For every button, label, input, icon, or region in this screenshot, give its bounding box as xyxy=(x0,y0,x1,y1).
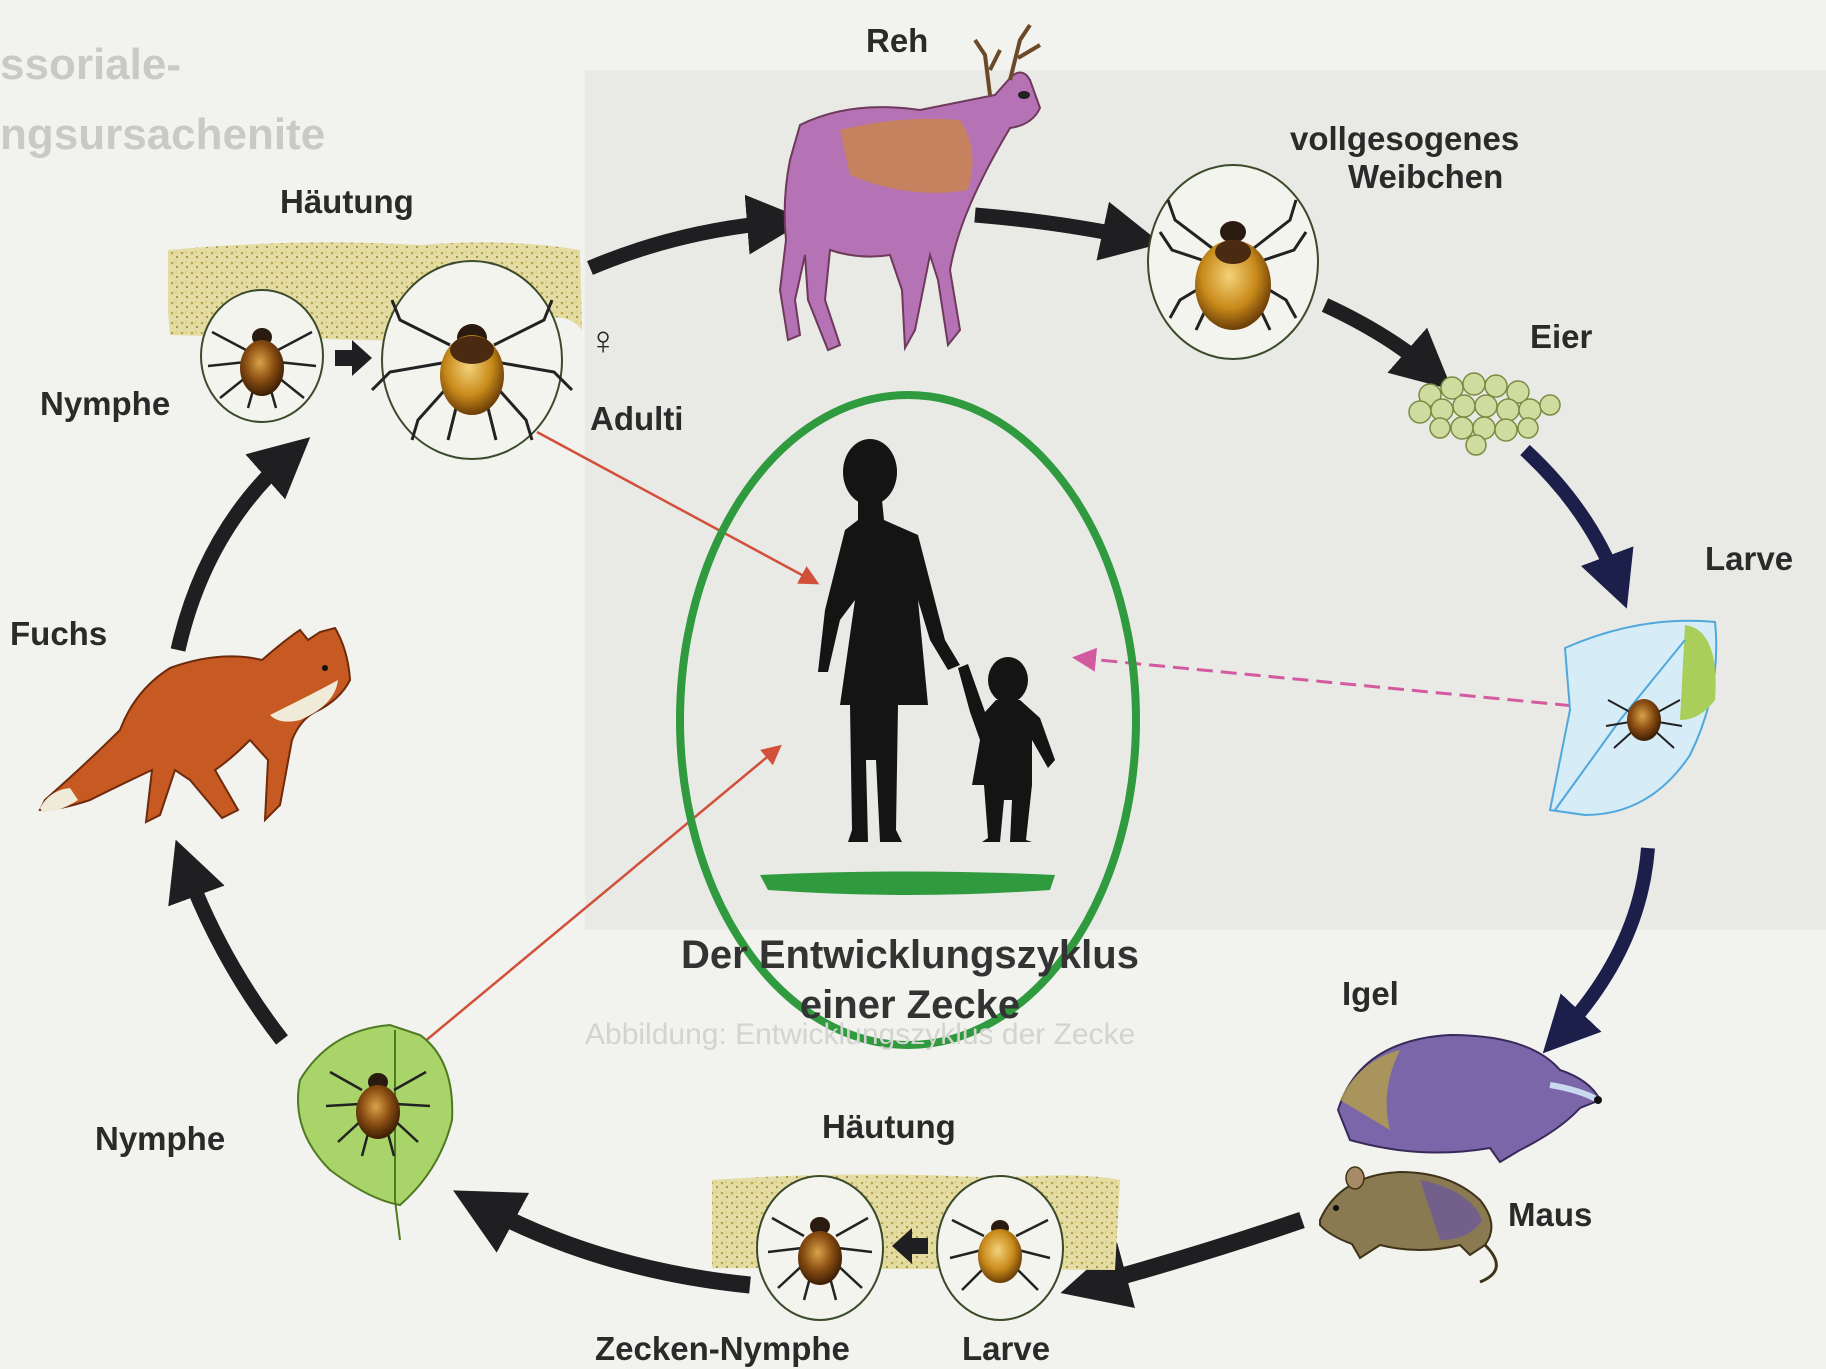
tick-nymph-top xyxy=(201,290,323,422)
title-line1: Der Entwicklungszyklus xyxy=(600,930,1220,980)
label-reh: Reh xyxy=(866,22,928,60)
label-weibchen-line1: vollgesogenes xyxy=(1290,120,1519,158)
label-nymphe-top: Nymphe xyxy=(40,385,170,423)
deer-illustration xyxy=(780,25,1040,350)
background-faint-caption: Abbildung: Entwicklungszyklus der Zecke xyxy=(585,1018,1135,1052)
label-vollgesogenes-weibchen: vollgesogenes Weibchen xyxy=(1290,120,1519,196)
hedgehog-illustration xyxy=(1338,1035,1602,1162)
arrow-mouse-to-moult xyxy=(1090,1220,1302,1285)
egg-cluster xyxy=(1409,373,1560,455)
tick-nymph-bottom xyxy=(757,1176,883,1320)
diagram-title: Der Entwicklungszyklus einer Zecke xyxy=(600,930,1220,1030)
arrow-adult-to-deer xyxy=(590,222,780,268)
label-zecken-nymphe: Zecken-Nymphe xyxy=(595,1330,850,1368)
label-haeutung-bottom: Häutung xyxy=(822,1108,956,1146)
arrow-female-to-eggs xyxy=(1325,305,1432,372)
arrow-nymph-to-fox xyxy=(185,865,282,1040)
label-adulti: Adulti xyxy=(590,400,683,438)
human-silhouette-adult xyxy=(818,439,960,842)
leaf-with-larva-right xyxy=(1550,621,1716,815)
label-larve-bottom: Larve xyxy=(962,1330,1050,1368)
label-haeutung-top: Häutung xyxy=(280,183,414,221)
label-eier: Eier xyxy=(1530,318,1592,356)
fox-illustration xyxy=(40,628,350,822)
moult-arrow-top xyxy=(335,340,372,376)
label-fuchs: Fuchs xyxy=(10,615,107,653)
human-silhouette-child xyxy=(958,657,1055,842)
arrow-moult-to-nymph xyxy=(480,1205,750,1285)
female-symbol: ♀ xyxy=(588,318,618,364)
label-maus: Maus xyxy=(1508,1196,1592,1234)
leaf-with-nymph-left xyxy=(298,1025,452,1240)
tick-larva-bottom xyxy=(937,1176,1063,1320)
arrow-eggs-to-larva xyxy=(1525,450,1618,585)
arrow-fox-to-nymph xyxy=(178,455,290,650)
label-larve-right: Larve xyxy=(1705,540,1793,578)
infection-line-larva xyxy=(1078,658,1595,708)
label-igel: Igel xyxy=(1342,975,1399,1013)
arrow-deer-to-female xyxy=(975,215,1135,238)
label-nymphe-left: Nymphe xyxy=(95,1120,225,1158)
mouse-illustration xyxy=(1320,1167,1496,1282)
label-weibchen-line2: Weibchen xyxy=(1290,158,1519,196)
arrow-larva-to-hedgehog xyxy=(1560,848,1648,1035)
